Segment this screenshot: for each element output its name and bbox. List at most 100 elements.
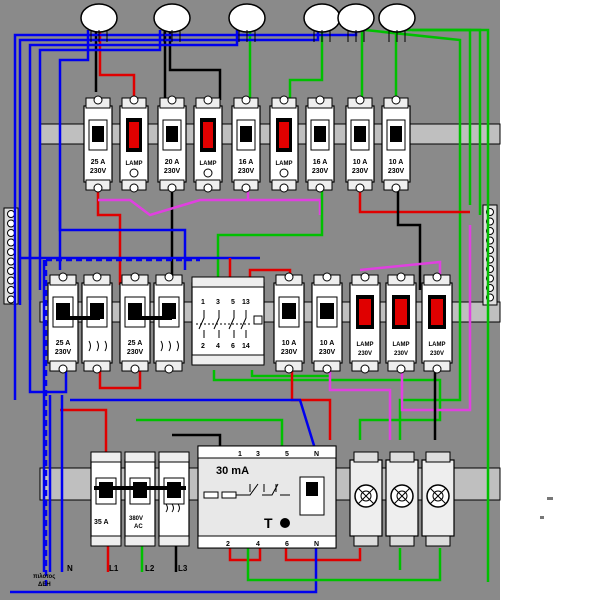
top-mcb-2[interactable]: 20 A 230V	[157, 95, 187, 193]
mid-lamp-voltage-7: 230V	[394, 351, 408, 357]
contactor-terminal-4: 4	[216, 343, 220, 350]
top-mcb-8[interactable]: 10 A 230V	[381, 95, 411, 193]
supply-labels: N L1 L2 L3 πιλοτος ΔΕΗ	[33, 564, 188, 588]
terminal-screw	[7, 219, 15, 228]
neutral-wire	[28, 30, 239, 300]
contactor-terminal-14: 14	[242, 343, 250, 350]
contactor-contacts-symbol	[196, 310, 263, 338]
earth-rod-label-line1: πιλοτος	[33, 574, 55, 580]
rcd-terminal-3: 3	[256, 451, 260, 458]
rcd-contacts-symbol	[203, 483, 290, 499]
top-rating-6: 16 A	[313, 159, 328, 166]
earth-wire	[246, 548, 442, 582]
terminal-screw	[7, 210, 15, 218]
rcd-terminal-6: 6	[285, 541, 289, 548]
mid-lamp-6[interactable]: LAMP 230V	[349, 272, 381, 374]
contactor-terminal-13: 13	[242, 299, 250, 306]
top-lamp-5[interactable]: LAMP	[269, 95, 299, 193]
top-voltage-4: 230V	[238, 168, 255, 175]
earth-wire	[420, 28, 490, 582]
voltmeter-voltage: 380V	[129, 516, 143, 522]
spare-module-three-phase	[158, 451, 190, 547]
mid-mcb-4[interactable]: 10 A 230V	[273, 272, 305, 374]
mid-mcb-5[interactable]: 10 A 230V	[311, 272, 343, 374]
terminal-screw	[7, 276, 15, 285]
neutral-wire	[10, 548, 318, 594]
mid-mcb-0[interactable]: 25 A 230V	[47, 272, 79, 374]
control-wire	[246, 190, 322, 215]
top-rating-8: 10 A	[389, 159, 404, 166]
terminal-screw	[7, 286, 15, 294]
stray-mark	[547, 497, 553, 500]
terminal-screw	[7, 229, 15, 237]
mid-rating-4: 10 A	[282, 340, 297, 347]
neutral-wire	[48, 395, 64, 572]
earth-wire	[364, 28, 462, 440]
mid-voltage-5: 230V	[319, 349, 336, 356]
rcd-sensitivity: 30 mA	[216, 465, 249, 477]
mid-rating-0: 25 A	[56, 340, 71, 347]
mid-rating-2: 25 A	[128, 340, 143, 347]
top-voltage-8: 230V	[388, 168, 405, 175]
terminal-screw	[7, 295, 15, 304]
top-mcb-0[interactable]: 25 A 230V	[83, 95, 113, 193]
top-voltage-0: 230V	[90, 168, 107, 175]
top-voltage-7: 230V	[352, 168, 369, 175]
top-rating-2: 20 A	[165, 159, 180, 166]
supply-l1-label: L1	[109, 564, 119, 573]
fuse-holder-1[interactable]	[349, 451, 383, 547]
earth-wire	[212, 370, 442, 440]
top-lamp-1[interactable]: LAMP	[119, 95, 149, 193]
ceiling-lamp	[80, 3, 118, 42]
rcd-test-button[interactable]	[280, 518, 290, 528]
top-rating-0: 25 A	[91, 159, 106, 166]
contactor-terminal-5: 5	[231, 299, 235, 306]
fuse-holder-3[interactable]	[421, 451, 455, 547]
terminal-screw	[7, 257, 15, 266]
phase-wire	[228, 548, 262, 562]
neutral-wire	[58, 200, 187, 270]
main-breaker-35a: 35 A	[90, 451, 122, 547]
rcd-terminal-4: 4	[256, 541, 260, 548]
mid-lamp-voltage-6: 230V	[358, 351, 372, 357]
ceiling-lamp	[153, 3, 191, 42]
contactor: 1 3 5 13 2 4 6 14	[191, 276, 265, 366]
control-wire	[328, 370, 392, 440]
contactor-terminal-6: 6	[231, 343, 235, 350]
main-breaker-rating: 35 A	[94, 519, 109, 526]
contactor-terminal-2: 2	[201, 343, 205, 350]
voltmeter-module: 380V AC	[124, 451, 156, 547]
neutral-wire	[28, 200, 68, 394]
supply-neutral-label: N	[67, 564, 73, 573]
phase-wire	[60, 408, 108, 460]
mid-lamp-text-7: LAMP	[393, 342, 410, 348]
top-voltage-2: 230V	[164, 168, 181, 175]
mid-lamp-text-6: LAMP	[357, 342, 374, 348]
wires	[10, 28, 490, 594]
phase-wire	[98, 30, 136, 100]
phase-wire	[396, 190, 422, 290]
mid-mcb-3[interactable]	[153, 272, 185, 374]
rcd-terminal-n-top: N	[314, 451, 319, 458]
mid-lamp-7[interactable]: LAMP 230V	[385, 272, 417, 374]
mid-rating-5: 10 A	[320, 340, 335, 347]
earth-wire	[250, 370, 330, 378]
fuse-holder-2[interactable]	[385, 451, 419, 547]
terminal-screw	[7, 248, 15, 256]
mid-voltage-4: 230V	[281, 349, 298, 356]
top-lamp-text-1: LAMP	[126, 161, 143, 167]
earth-rod-label-line2: ΔΕΗ	[38, 582, 51, 588]
rcd-terminal-5: 5	[285, 451, 289, 458]
phase-wire	[358, 190, 470, 214]
mid-voltage-0: 230V	[55, 349, 72, 356]
top-lamp-3[interactable]: LAMP	[193, 95, 223, 193]
supply-l3-label: L3	[178, 564, 188, 573]
mid-mcb-1[interactable]	[81, 272, 113, 374]
